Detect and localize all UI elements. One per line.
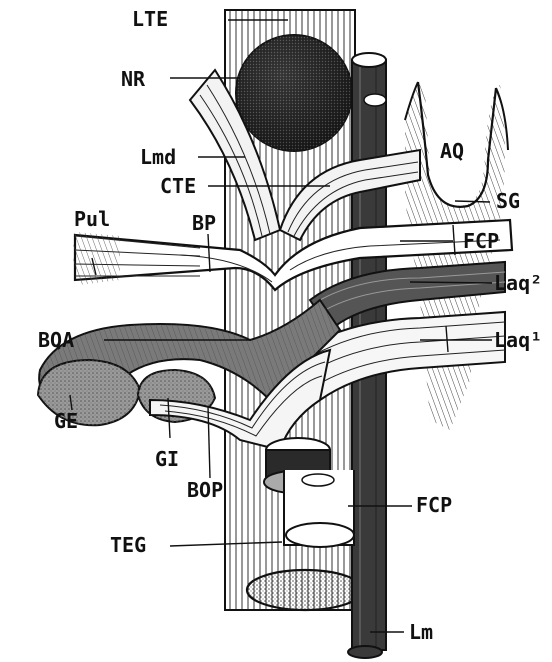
- label-bp: BP: [192, 211, 216, 235]
- label-lte: LTE: [132, 7, 168, 31]
- label-gi: GI: [155, 447, 179, 471]
- label-fcp-top: FCP: [463, 229, 499, 253]
- aqueduct-region: [405, 82, 508, 430]
- label-sg: SG: [496, 189, 520, 213]
- label-ge: GE: [54, 409, 78, 433]
- label-aq: AQ: [440, 139, 464, 163]
- red-nucleus-sphere: [236, 35, 352, 151]
- label-laq2: Laq²: [494, 271, 542, 295]
- label-pul: Pul: [74, 207, 110, 231]
- label-lmd: Lmd: [140, 145, 176, 169]
- label-bop: BOP: [187, 478, 223, 502]
- label-lm: Lm: [409, 620, 433, 644]
- label-teg: TEG: [110, 533, 146, 557]
- label-laq1: Laq¹: [494, 328, 542, 352]
- label-bqa: BQA: [38, 328, 74, 352]
- label-fcp-bottom: FCP: [416, 493, 452, 517]
- label-nr: NR: [121, 67, 146, 91]
- label-cte: CTE: [160, 174, 196, 198]
